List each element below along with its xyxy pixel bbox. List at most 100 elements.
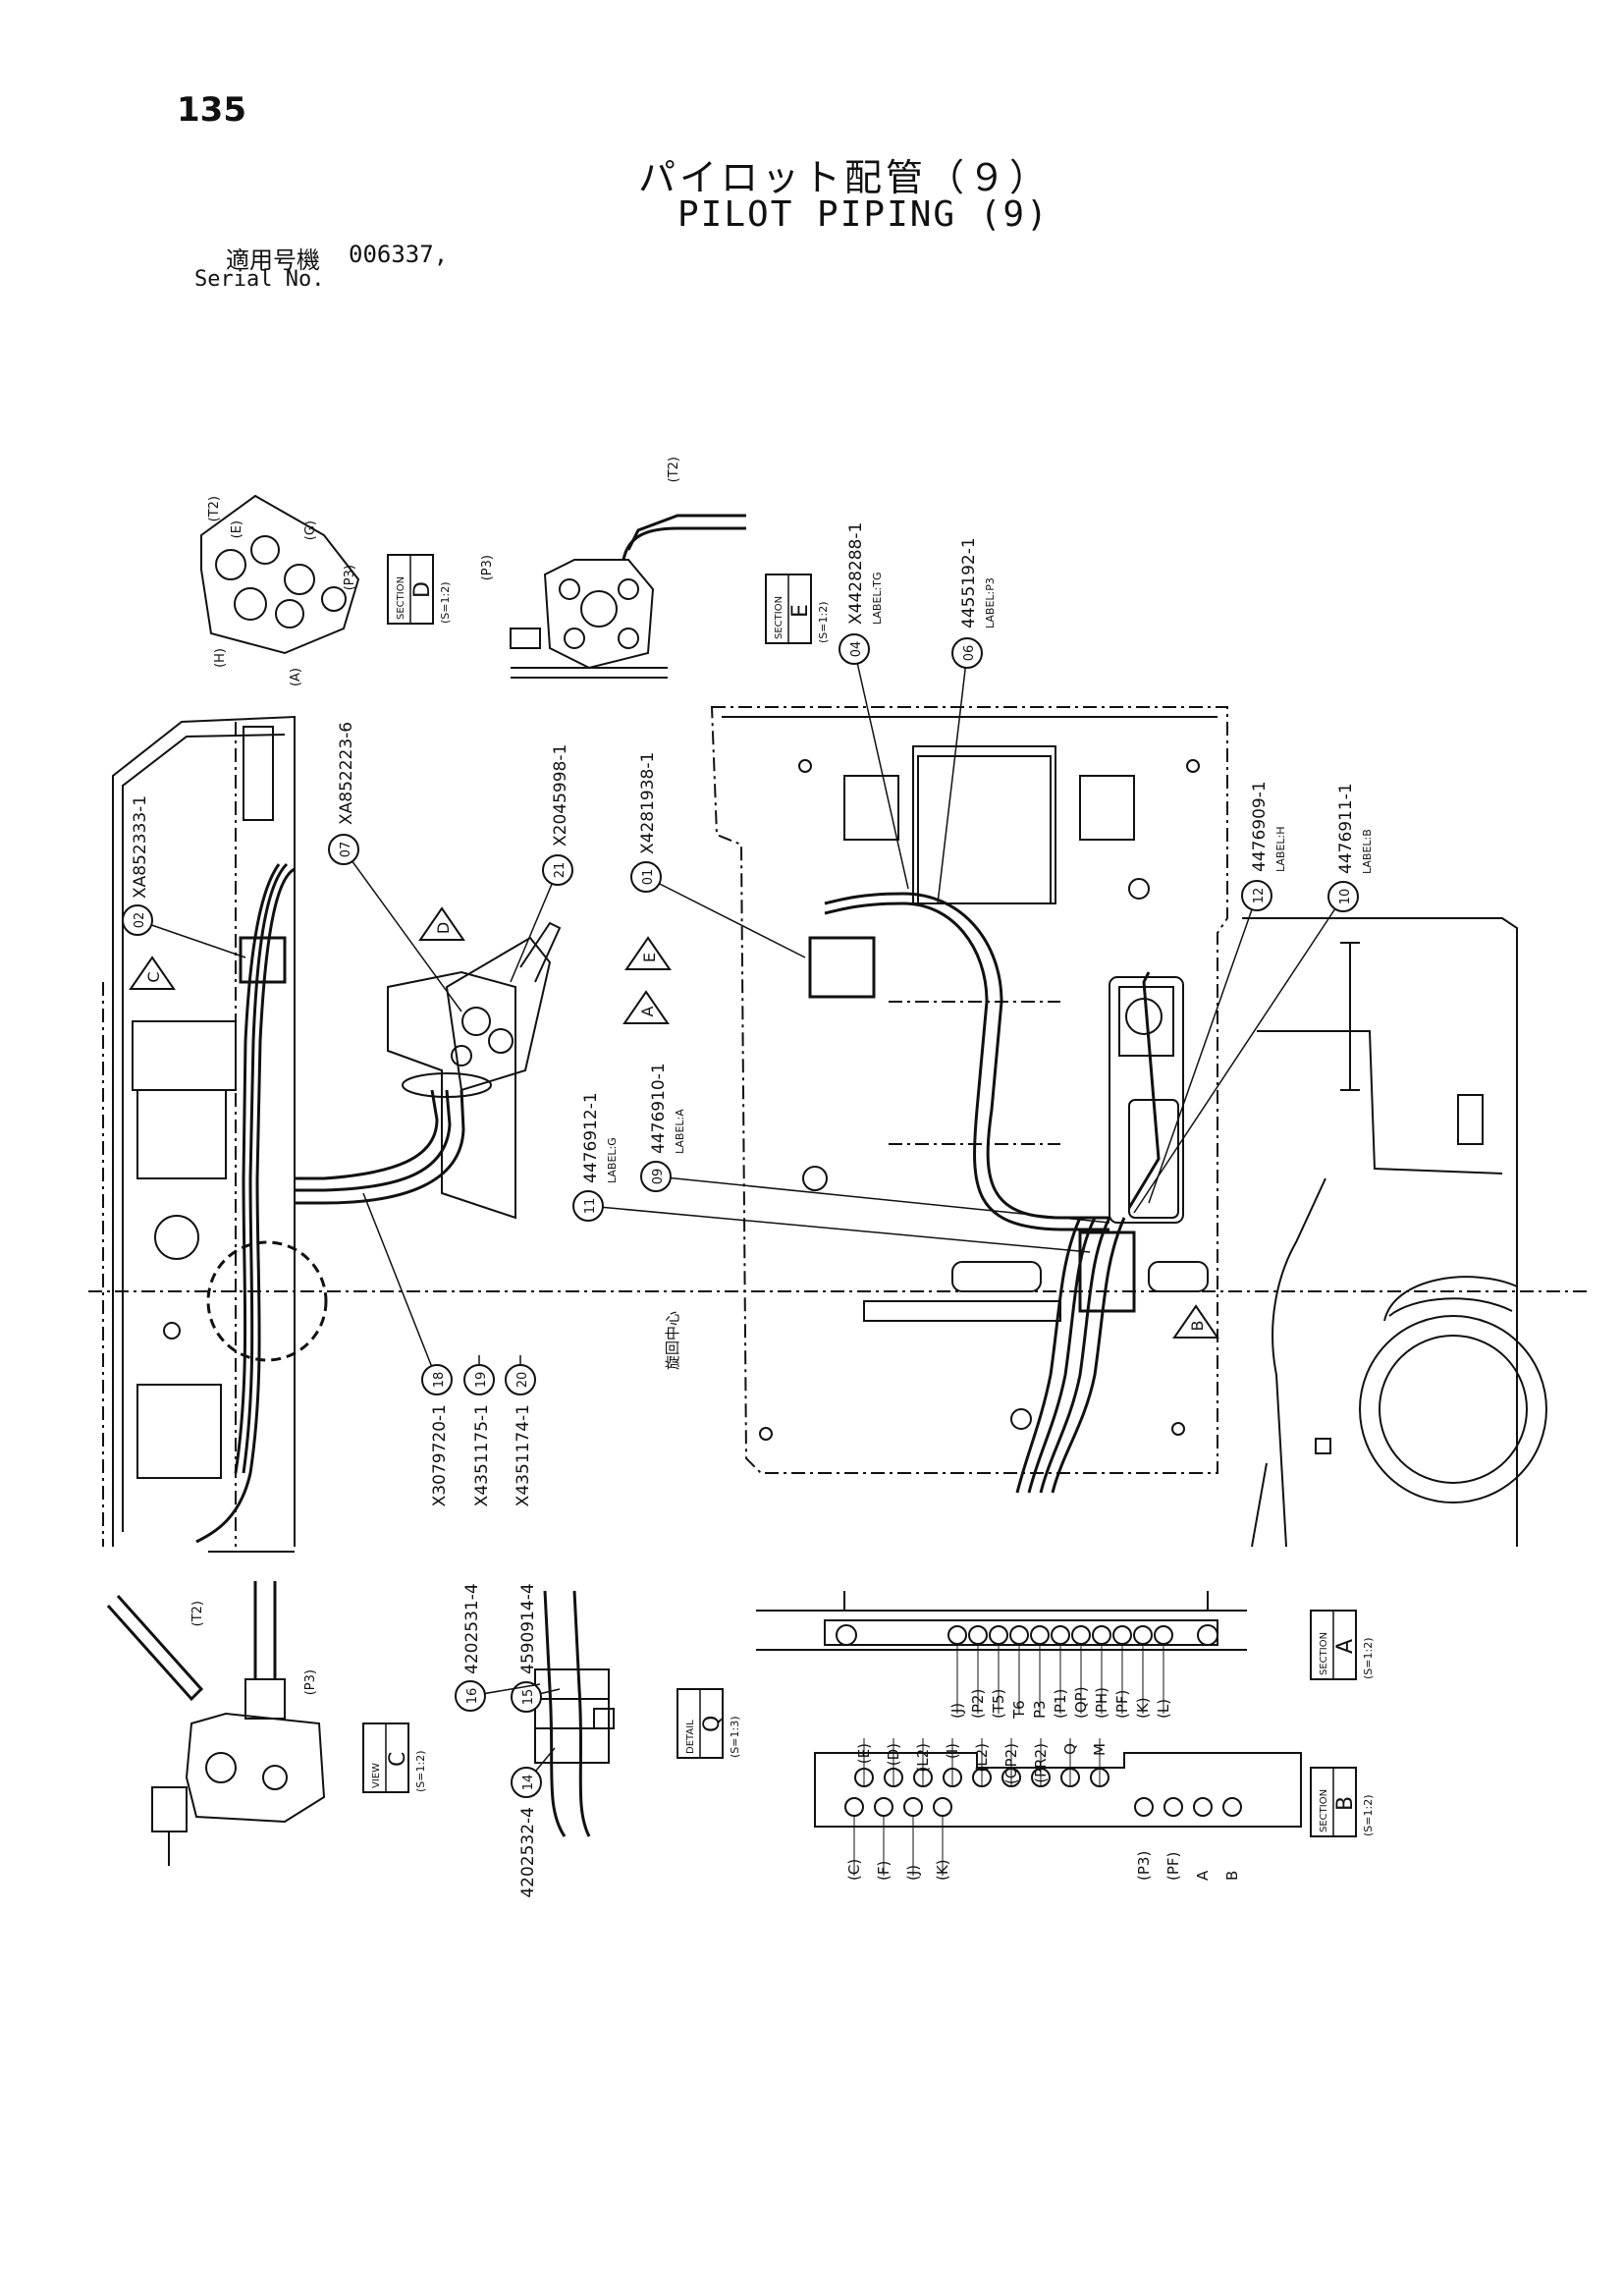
section-b-port-label-bottom: B — [1223, 1871, 1241, 1881]
section-detail-port-label: (T2) — [667, 457, 681, 482]
callout-11: 11 4476912-1 — [572, 1092, 1091, 1253]
section-b-detail — [814, 1752, 1302, 1828]
callout-number: 12 — [1252, 888, 1267, 904]
view-c-detail — [106, 1581, 326, 1866]
callout-part-number: 4476911-1 — [1336, 783, 1356, 874]
section-box-letter: C — [386, 1752, 410, 1767]
section-d-detail — [200, 494, 360, 655]
hose-label-tag: LABEL:TG — [871, 573, 884, 625]
section-e-detail — [510, 514, 746, 679]
section-b-port-label-top: (E) — [855, 1743, 873, 1764]
pilot-valve-on-plate — [1109, 976, 1184, 1224]
view-c-port-label: (T2) — [190, 1601, 205, 1626]
section-box-scale: (S=1:2) — [1362, 1795, 1375, 1837]
section-b-port-label-bottom: (K) — [934, 1859, 951, 1881]
section-box-scale: (S=1:2) — [1362, 1638, 1375, 1680]
pilot-valve-assembly — [295, 921, 562, 1220]
section-box-letter: E — [788, 604, 813, 618]
section-b-port-label-bottom: (PF) — [1164, 1852, 1182, 1881]
callout-part-number: 4202531-4 — [462, 1583, 482, 1674]
serial-label-jp: 適用号機 — [226, 246, 320, 274]
detail-q — [534, 1590, 615, 1837]
page-title-jp: パイロット配管（９） — [638, 156, 1052, 199]
section-box-letter: Q — [700, 1716, 725, 1732]
view-arrow-e: E — [624, 936, 672, 970]
right-structure — [1242, 917, 1547, 1548]
callout-number: 19 — [474, 1372, 489, 1389]
page-title-en: PILOT PIPING (9) — [677, 194, 1050, 235]
section-box-scale: (S=1:3) — [729, 1717, 741, 1759]
view-arrow-d: D — [418, 906, 465, 941]
section-detail-port-label: (G) — [303, 520, 318, 540]
section-box-word: VIEW — [371, 1763, 382, 1788]
view-arrow-letter: A — [638, 1006, 657, 1016]
section-box-letter: B — [1333, 1796, 1358, 1811]
callout-part-number: X3079720-1 — [430, 1404, 450, 1506]
section-b-port-label-top: (I) — [944, 1743, 961, 1759]
section-b-port-label-top: M — [1091, 1743, 1109, 1756]
section-a-port-label: (K) — [1134, 1697, 1152, 1719]
section-a-port-label: (P2) — [969, 1689, 987, 1719]
callout-number: 18 — [432, 1372, 447, 1389]
callout-part-number: 4202532-4 — [518, 1807, 538, 1898]
section-detail-port-label: (P3) — [480, 555, 495, 580]
callout-part-number: 4476912-1 — [581, 1092, 601, 1183]
callout-part-number: 4455192-1 — [959, 537, 979, 629]
hose-label-tag: LABEL:A — [674, 1109, 686, 1154]
callout-number: 21 — [553, 862, 568, 879]
view-arrow-a: A — [622, 990, 670, 1024]
section-a-port-label: (PH) — [1093, 1687, 1110, 1719]
section-a-port-label: (P1) — [1052, 1689, 1069, 1719]
callout-part-number: X4428288-1 — [846, 522, 866, 625]
page-number: 135 — [177, 90, 246, 130]
left-frame-hoses — [195, 862, 328, 1544]
hose-label-tag: LABEL:B — [1361, 829, 1374, 874]
callout-number: 04 — [849, 641, 864, 658]
callout-number: 15 — [521, 1689, 536, 1706]
section-a-port-label: P3 — [1031, 1700, 1049, 1719]
plate-hoses — [808, 892, 1161, 1494]
section-detail-port-label: (A) — [289, 668, 303, 686]
section-detail-port-label: (T2) — [207, 496, 222, 521]
serial-label-en: Serial No. — [194, 267, 325, 292]
callout-part-number: X4281938-1 — [638, 752, 658, 854]
callout-02: 02 XA852333-1 — [122, 795, 246, 958]
callout-part-number: XA852333-1 — [131, 795, 150, 899]
centerline-label: 旋回中心 — [664, 1311, 681, 1370]
callout-part-number: 4476909-1 — [1250, 781, 1270, 872]
left-frame-structure — [102, 715, 296, 1553]
view-arrow-letter: E — [640, 953, 659, 962]
section-b-port-label-bottom: A — [1194, 1870, 1212, 1881]
section-box-scale: (S=1:2) — [439, 582, 452, 625]
hose-label-tag: LABEL:G — [606, 1137, 619, 1183]
main-floor-plate — [710, 706, 1228, 1474]
section-b-port-label-top: Q — [1061, 1743, 1079, 1755]
callout-part-number: X4351174-1 — [514, 1404, 533, 1506]
section-box-word: SECTION — [1319, 1632, 1329, 1675]
callout-number: 02 — [133, 912, 147, 929]
section-b-port-label-top: (D) — [885, 1743, 902, 1766]
callout-part-number: 4476910-1 — [649, 1063, 669, 1154]
section-box-letter: A — [1333, 1639, 1358, 1654]
section-box-letter: D — [410, 581, 435, 598]
section-b-port-label-top: (L2) — [914, 1743, 932, 1773]
callout-part-number: 4590914-4 — [518, 1583, 538, 1674]
section-a-port-label: (T5) — [990, 1689, 1007, 1719]
view-arrow-b: B — [1172, 1304, 1219, 1339]
section-detail-port-label: (H) — [213, 648, 228, 668]
callout-number: 11 — [583, 1198, 598, 1215]
